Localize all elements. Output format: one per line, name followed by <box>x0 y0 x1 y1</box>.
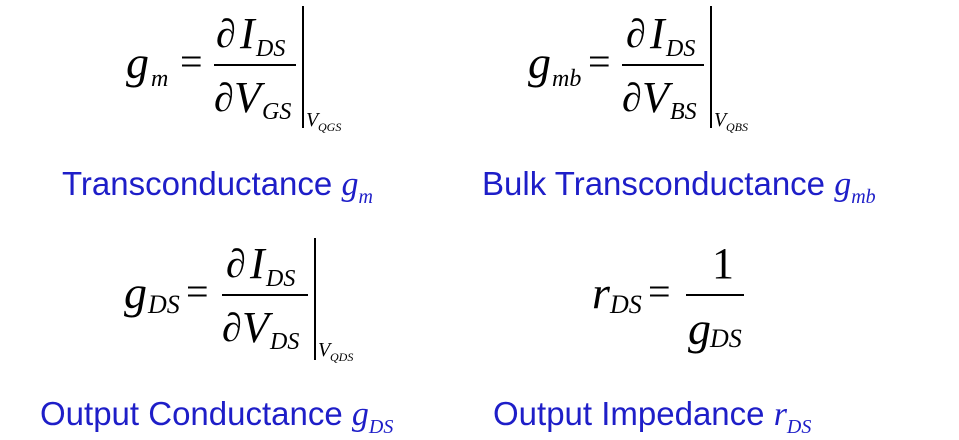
gds-lhs: g <box>124 267 147 318</box>
caption-output-impedance-text: Output Impedance <box>493 395 765 432</box>
caption-bulk-transconductance-symbol: gmb <box>834 166 876 208</box>
gm-equals: = <box>180 39 203 84</box>
gds-den-sub: DS <box>270 329 300 355</box>
gds-eval-sub: QDS <box>330 350 354 364</box>
caption-output-impedance: Output Impedance rDS <box>493 395 811 439</box>
gmb-eval-sub: QBS <box>726 120 748 134</box>
caption-bulk-transconductance: Bulk Transconductance gmb <box>482 165 876 209</box>
rds-lhs-sub: DS <box>610 290 642 319</box>
gm-num-partial: ∂ <box>216 11 236 56</box>
gmb-eval-main: V <box>714 109 727 131</box>
gmb-eval-bar <box>710 6 712 128</box>
gds-fraction-line <box>222 294 308 296</box>
gds-num-main: I <box>250 239 265 288</box>
gds-den-partial: ∂ <box>222 305 242 350</box>
gm-eval-bar <box>302 6 304 128</box>
gds-num-sub: DS <box>266 266 296 292</box>
gm-den-partial: ∂ <box>214 75 234 120</box>
gds-equals: = <box>186 269 209 314</box>
gds-eval-main: V <box>318 339 331 361</box>
caption-output-conductance: Output Conductance gDS <box>40 395 393 439</box>
equation-output-conductance: g DS = ∂ I DS ∂ V DS V QDS <box>0 230 480 380</box>
equation-bulk-transconductance: g mb = ∂ I DS ∂ V BS V QBS <box>480 0 959 150</box>
gds-lhs-sub: DS <box>148 290 180 319</box>
equation-transconductance: g m = ∂ I DS ∂ V GS V QGS <box>0 0 480 150</box>
caption-output-impedance-symbol: rDS <box>773 396 812 438</box>
gm-lhs-sub: m <box>151 66 169 92</box>
gm-den-sub: GS <box>262 99 292 125</box>
gds-eval-bar <box>314 238 316 360</box>
gm-num-sub: DS <box>256 36 286 62</box>
rds-den-sub: DS <box>710 324 742 353</box>
gm-eval-sub: QGS <box>318 120 342 134</box>
gmb-lhs: g <box>528 37 551 88</box>
caption-transconductance-symbol: gm <box>341 166 373 208</box>
gmb-lhs-sub: mb <box>552 66 582 92</box>
gm-lhs: g <box>126 37 149 88</box>
gmb-num-partial: ∂ <box>626 11 646 56</box>
gm-den-main: V <box>234 73 261 122</box>
rds-numerator: 1 <box>712 239 734 288</box>
gmb-num-main: I <box>650 9 665 58</box>
caption-transconductance-text: Transconductance <box>62 165 333 202</box>
rds-fraction-line <box>686 294 744 296</box>
caption-transconductance: Transconductance gm <box>62 165 373 209</box>
caption-output-conductance-symbol: gDS <box>351 396 394 438</box>
gds-den-main: V <box>242 303 269 352</box>
caption-output-conductance-text: Output Conductance <box>40 395 343 432</box>
gds-num-partial: ∂ <box>226 241 246 286</box>
gmb-fraction-line <box>622 64 704 66</box>
gmb-num-sub: DS <box>666 36 696 62</box>
equation-output-impedance: r DS = 1 g DS <box>480 230 959 380</box>
rds-lhs: r <box>592 267 610 318</box>
gmb-den-sub: BS <box>670 99 697 125</box>
caption-bulk-transconductance-text: Bulk Transconductance <box>482 165 826 202</box>
rds-den-main: g <box>688 303 711 354</box>
gm-num-main: I <box>240 9 255 58</box>
gmb-equals: = <box>588 39 611 84</box>
gm-eval-main: V <box>306 109 319 131</box>
gmb-den-partial: ∂ <box>622 75 642 120</box>
rds-equals: = <box>648 269 671 314</box>
gmb-den-main: V <box>642 73 669 122</box>
gm-fraction-line <box>214 64 296 66</box>
